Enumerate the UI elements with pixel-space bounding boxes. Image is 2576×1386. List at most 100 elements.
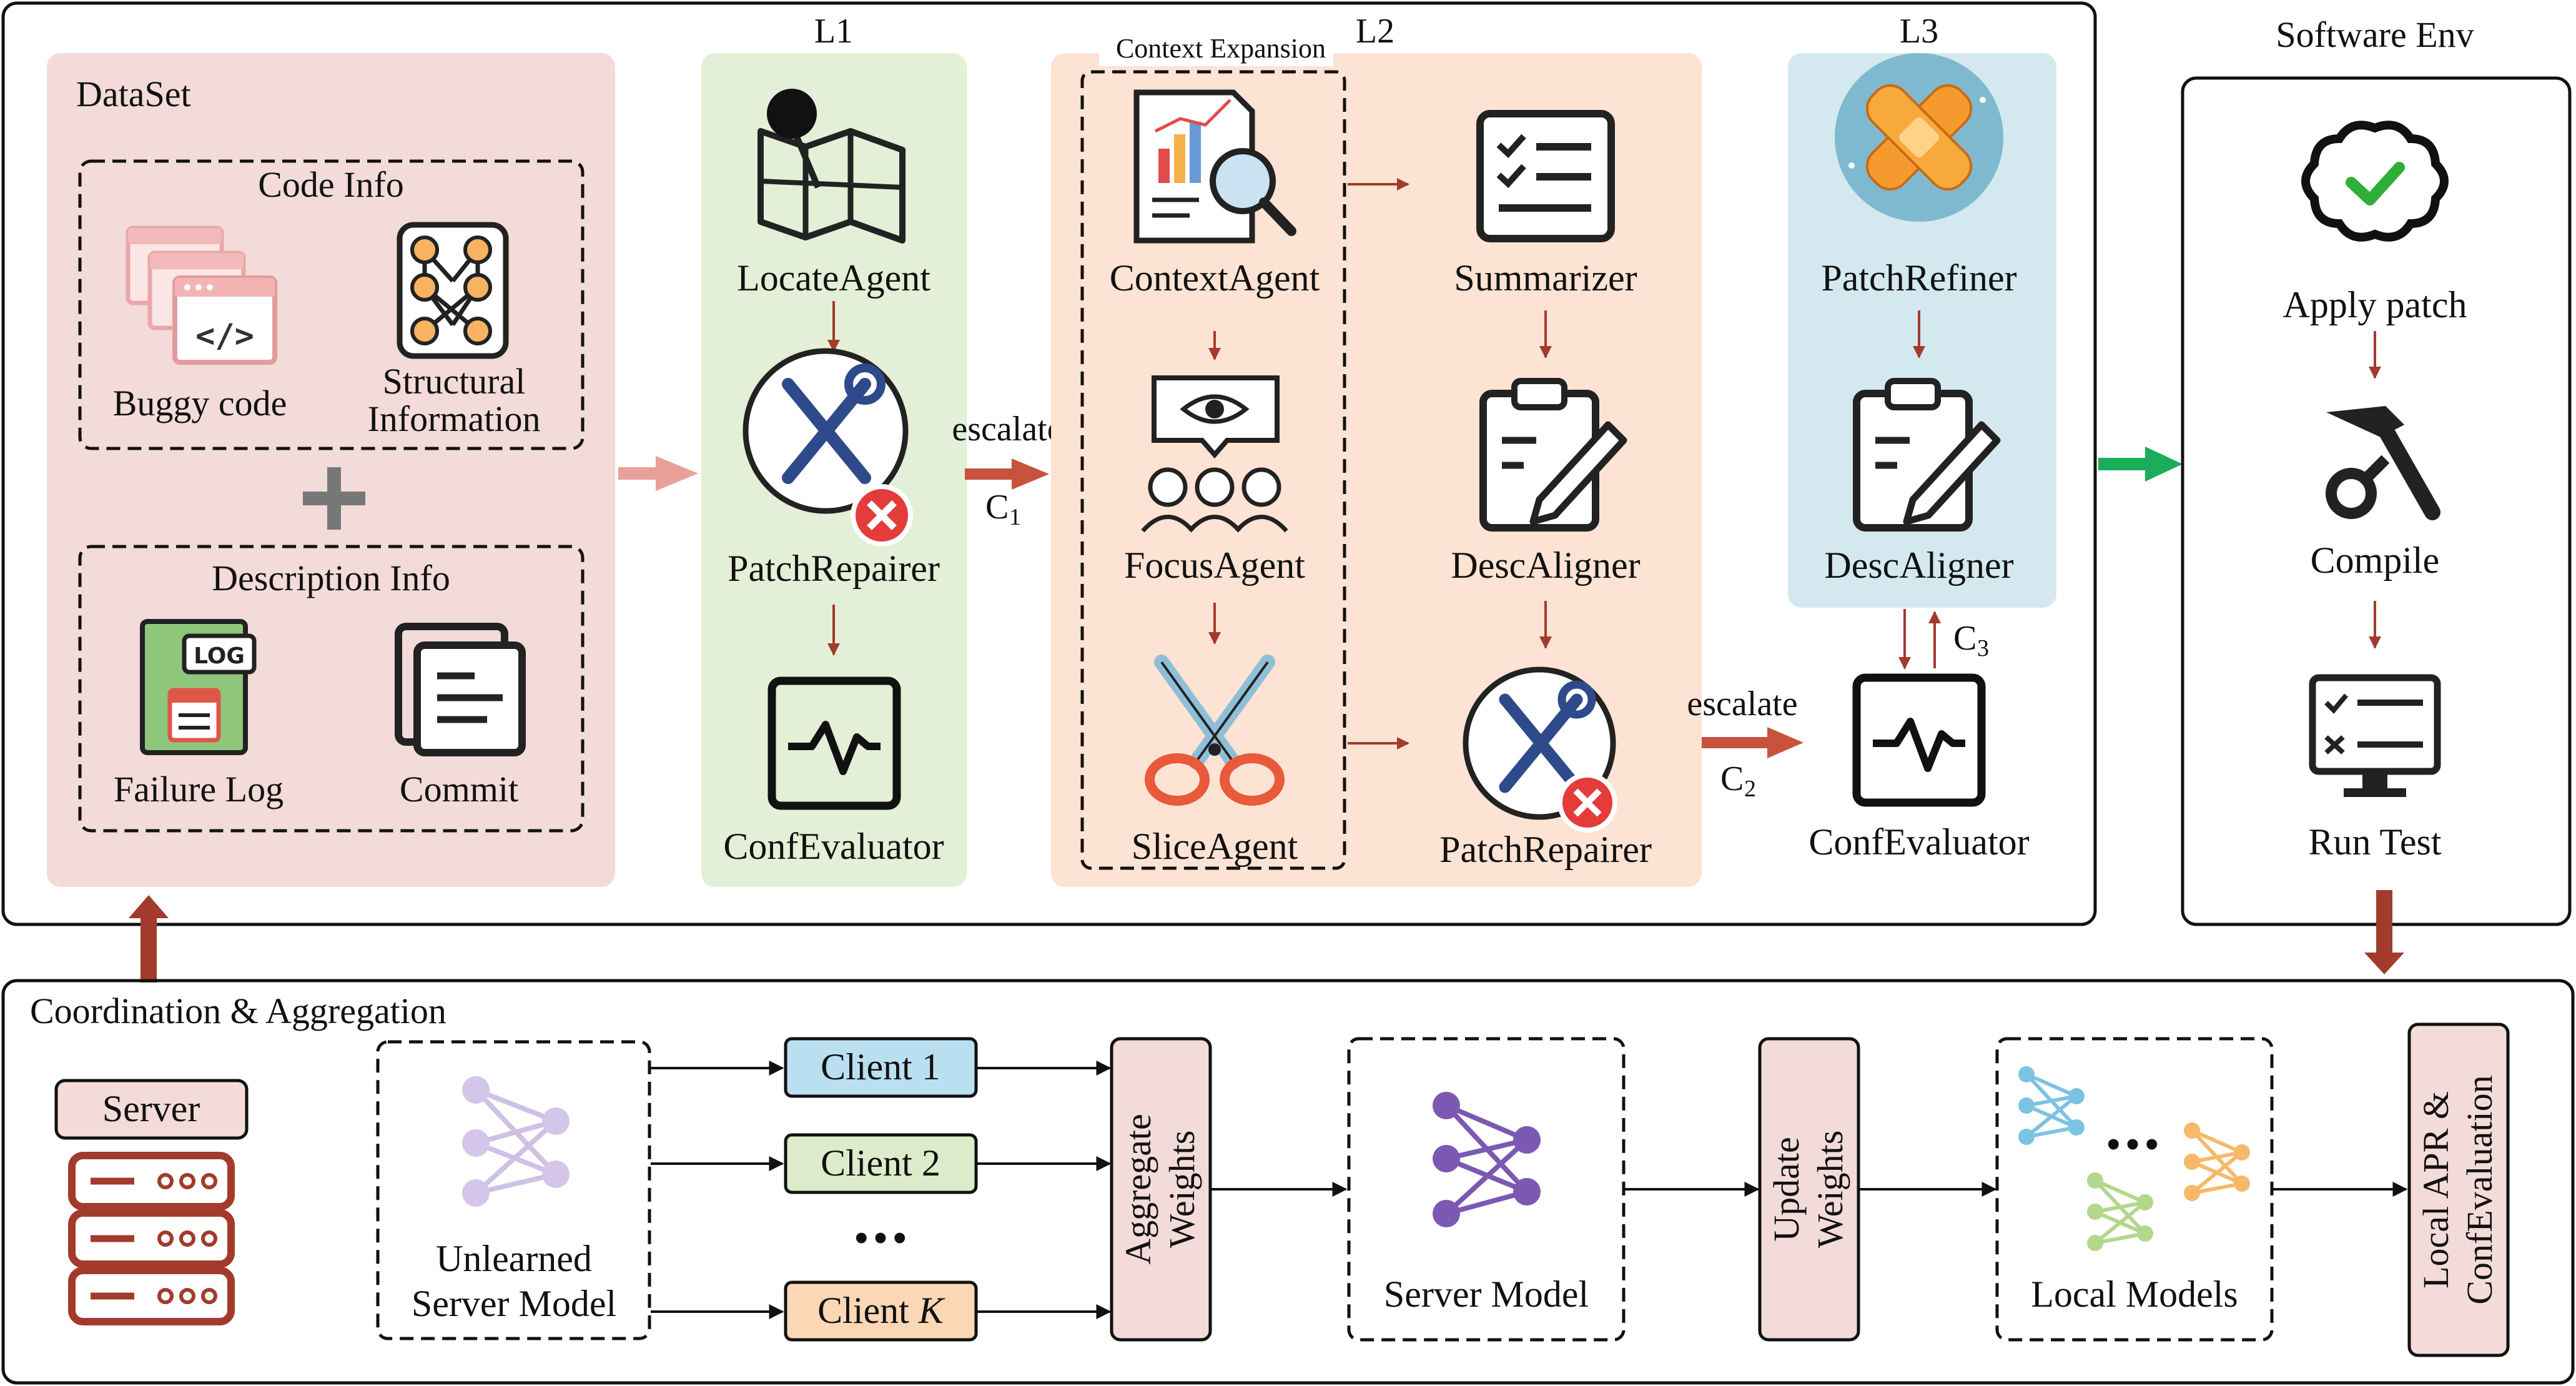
patch-repairer-label-l2: PatchRepairer (1439, 829, 1652, 870)
structural-label-2: Information (367, 398, 540, 439)
server-model-box (1347, 1037, 1626, 1342)
escalate-1: escalate C 1 (952, 410, 1062, 530)
client1-box (784, 1037, 978, 1098)
plus-icon (303, 467, 365, 530)
l3-c: C (1953, 619, 1976, 658)
clientk-box (784, 1280, 978, 1342)
run-test-monitor-icon (2309, 674, 2441, 797)
update-label-1: Update (1766, 1137, 1807, 1242)
software-env-panel: Software Env Apply patch Compile (2181, 14, 2572, 926)
local-apr-label-1: Local APR & (2416, 1091, 2456, 1289)
aggregate-label-1: Aggregate (1118, 1114, 1158, 1265)
local-models-box (1995, 1037, 2274, 1342)
clients-ellipsis: ••• (852, 1222, 909, 1257)
l1-panel: L1 LocateAgent PatchRepairer (701, 12, 967, 887)
conf-evaluator-label-l3: ConfEvaluator (1809, 821, 2029, 863)
coordination-panel: Coordination & Aggregation Server Unlear… (1, 979, 2575, 1385)
commit-label: Commit (400, 769, 518, 809)
patch-refiner-label: PatchRefiner (1821, 257, 2016, 299)
green-arrow-to-env (2098, 447, 2183, 482)
log-badge: LOG (194, 643, 245, 669)
patch-repairer-icon-l2 (1463, 666, 1617, 833)
client1-label: Client 1 (821, 1046, 940, 1087)
escalate-1-c: C (985, 488, 1009, 527)
update-label-2: Weights (1810, 1131, 1850, 1249)
desc-aligner-clipboard-icon-l3 (1853, 378, 2001, 532)
local-model-blue-icon (2018, 1066, 2085, 1145)
context-agent-label: ContextAgent (1110, 257, 1320, 299)
desc-aligner-clipboard-icon (1479, 378, 1627, 532)
local-apr-box (2407, 1022, 2510, 1357)
server-model-network-icon (1433, 1092, 1541, 1227)
l2-panel: L2 Context Expansion ContextAgent (1051, 12, 1702, 887)
l1-title: L1 (814, 12, 853, 51)
software-env-title: Software Env (2276, 14, 2474, 55)
server-pill (54, 1079, 249, 1140)
scissors-icon (1145, 655, 1285, 806)
escalate-2-c-sub: 2 (1744, 776, 1756, 802)
escalate-1-c-sub: 1 (1009, 504, 1021, 530)
conf-evaluator-icon-l3 (1852, 673, 1986, 807)
server-model-label: Server Model (1384, 1274, 1589, 1315)
escalate-2-label: escalate (1687, 685, 1797, 723)
code-info-box (78, 159, 585, 450)
local-models-ellipsis: ••• (2104, 1128, 2161, 1163)
l3-panel: L3 PatchRefiner DescAligner (1788, 12, 2056, 608)
hammer-wrench-icon (2326, 406, 2440, 520)
map-pin-icon (758, 89, 906, 244)
summarizer-label: Summarizer (1454, 257, 1637, 299)
l3-title: L3 (1900, 12, 1938, 51)
server-rack-icon (68, 1152, 235, 1325)
bandage-icon (1835, 53, 2003, 222)
structural-network-icon (397, 222, 509, 359)
local-apr-label-2: ConfEvaluation (2459, 1075, 2500, 1304)
aggregate-weights-box (1110, 1037, 1212, 1342)
server-label: Server (102, 1088, 200, 1129)
description-info-box (78, 545, 585, 833)
context-agent-icon (1133, 89, 1296, 244)
client2-label: Client 2 (821, 1142, 940, 1184)
unlearned-network-icon (462, 1076, 570, 1207)
check-badge-icon (2301, 121, 2449, 242)
conf-evaluator-label-l1: ConfEvaluator (723, 826, 944, 867)
local-models-label: Local Models (2031, 1274, 2238, 1315)
patch-repairer-label-l1: PatchRepairer (728, 548, 940, 589)
dataset-title: DataSet (76, 74, 191, 114)
coordination-to-dataset-arrow (129, 895, 169, 983)
context-expansion-box (1080, 70, 1346, 870)
escalate-1-label: escalate (952, 410, 1062, 448)
client2-box (784, 1133, 978, 1194)
l2-title: L2 (1356, 12, 1394, 51)
locate-agent-label: LocateAgent (737, 257, 930, 299)
top-frame (1, 1, 2097, 926)
summarizer-checklist-icon (1476, 110, 1615, 242)
desc-aligner-label-l2: DescAligner (1451, 545, 1640, 586)
unlearned-label-1: Unlearned (436, 1238, 592, 1279)
failure-log-icon: LOG (140, 619, 257, 755)
focus-agent-icon (1141, 375, 1288, 533)
env-to-coordination-arrow (2364, 890, 2404, 974)
failure-log-label: Failure Log (114, 769, 284, 809)
focus-agent-label: FocusAgent (1124, 545, 1305, 586)
unlearned-model-box (376, 1040, 651, 1340)
buggy-code-label: Buggy code (113, 383, 287, 423)
unlearned-label-2: Server Model (412, 1283, 616, 1324)
dataset-panel: DataSet Code Info </> Buggy code (47, 53, 615, 887)
l3-c-sub: 3 (1977, 635, 1989, 661)
desc-aligner-label-l3: DescAligner (1824, 545, 2013, 586)
code-info-title: Code Info (258, 164, 404, 205)
local-model-green-icon (2087, 1172, 2153, 1251)
clientk-variable: K (918, 1290, 945, 1331)
aggregate-label-2: Weights (1162, 1131, 1202, 1249)
coordination-title: Coordination & Aggregation (30, 991, 447, 1031)
svg-text:</>: </> (195, 317, 254, 355)
description-info-title: Description Info (212, 558, 450, 598)
patch-repairer-icon (743, 348, 913, 547)
escalate-2-c: C (1720, 760, 1744, 798)
context-expansion-label: Context Expansion (1116, 33, 1326, 64)
apply-patch-label: Apply patch (2283, 284, 2467, 325)
run-test-label: Run Test (2308, 821, 2441, 863)
local-model-orange-icon (2184, 1122, 2250, 1201)
clientk-prefix: Client (817, 1290, 919, 1331)
